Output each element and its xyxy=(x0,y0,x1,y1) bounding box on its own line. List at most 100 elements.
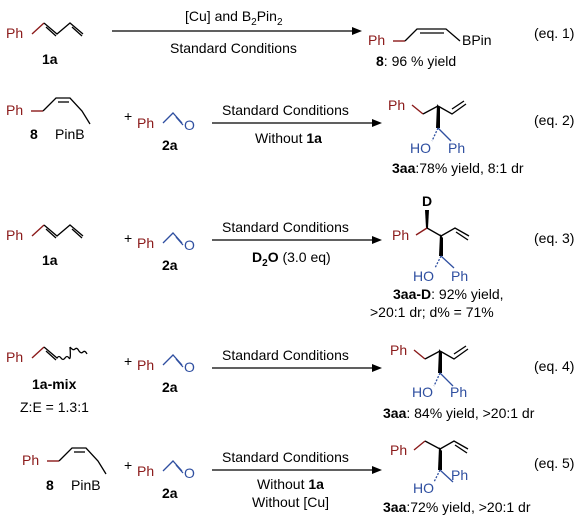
phenyl-label: Ph xyxy=(6,25,23,41)
wavy-bond xyxy=(43,346,71,361)
condition-text: Standard Conditions xyxy=(222,219,349,235)
compound-label-2a: 2a xyxy=(162,379,178,395)
oxygen-label: O xyxy=(184,117,195,133)
double-bond xyxy=(71,26,83,37)
benzaldehyde-2a: Ph O xyxy=(137,354,195,375)
pinb-label: PinB xyxy=(71,477,101,493)
plus-sign: + xyxy=(124,457,132,473)
hydroxyl-label: HO xyxy=(413,268,434,284)
result-eq1: 8: 96 % yield xyxy=(376,53,456,69)
phenyl-label: Ph xyxy=(448,140,465,156)
condition-text: Without [Cu] xyxy=(252,494,329,510)
compound-label-1a: 1a xyxy=(42,252,58,268)
eq3-row: Ph 1a + Ph O 2a Standard Conditions D2O … xyxy=(6,193,574,320)
product-3aa: Ph HO Ph xyxy=(390,342,469,400)
benzaldehyde-2a: Ph O xyxy=(137,460,195,481)
result-eq3-line1: 3aa-D: 92% yield, xyxy=(393,286,504,302)
compound-label-2a: 2a xyxy=(162,485,178,501)
wavy-bond xyxy=(69,346,88,355)
eq-label-5: (eq. 5) xyxy=(534,455,574,471)
hydroxyl-label: HO xyxy=(410,140,431,156)
diene-chain xyxy=(43,22,84,35)
phenyl-label: Ph xyxy=(451,268,468,284)
product-8: Ph BPin xyxy=(368,28,492,48)
deuterium-label: D xyxy=(422,193,432,209)
phenyl-label: Ph xyxy=(390,442,407,458)
compound-label-2a: 2a xyxy=(162,257,178,273)
reaction-arrow: Standard Conditions Without 1a Without [… xyxy=(212,449,382,510)
stereo-wedge xyxy=(439,234,443,256)
oxygen-label: O xyxy=(184,465,195,481)
oxygen-label: O xyxy=(184,359,195,375)
phenyl-label: Ph xyxy=(390,342,407,358)
phenyl-label: Ph xyxy=(137,463,154,479)
allylboronate-8: Ph PinB xyxy=(22,447,107,493)
benzaldehyde-2a: Ph O xyxy=(137,112,195,133)
diene-1a-mix: Ph xyxy=(6,346,88,365)
oxygen-label: O xyxy=(184,237,195,253)
product-3aa: Ph HO Ph xyxy=(388,97,467,156)
condition-text: Standard Conditions xyxy=(170,40,297,56)
eq2-row: Ph PinB 8 + Ph O 2a Standard Conditions … xyxy=(6,97,574,176)
allylboronate-8: Ph PinB xyxy=(6,97,91,142)
eq-label-3: (eq. 3) xyxy=(534,230,574,246)
result-eq3-line2: >20:1 dr; d% = 71% xyxy=(370,304,494,320)
phenyl-label: Ph xyxy=(137,235,154,251)
reaction-arrow: [Cu] and B2Pin2 Standard Conditions xyxy=(112,8,362,56)
eq4-row: Ph 1a-mix Z:E = 1.3:1 + Ph O 2a Standard… xyxy=(6,342,574,421)
phenyl-label: Ph xyxy=(137,357,154,373)
eq1-row: Ph 1a [Cu] and B2Pin2 Standard Condition… xyxy=(6,8,574,69)
phenyl-label: Ph xyxy=(368,32,385,48)
compound-label-8: 8 xyxy=(30,126,38,142)
bpin-label: BPin xyxy=(462,32,492,48)
product-3aa: Ph HO Ph xyxy=(390,440,469,496)
condition-text: Without 1a xyxy=(255,130,322,146)
condition-text: Without 1a xyxy=(257,476,324,492)
result-eq2: 3aa:78% yield, 8:1 dr xyxy=(392,160,524,176)
double-bond xyxy=(45,26,57,37)
compound-label-8: 8 xyxy=(46,477,54,493)
phenyl-label: Ph xyxy=(6,349,23,365)
eq5-row: Ph PinB 8 + Ph O 2a Standard Conditions … xyxy=(22,440,574,515)
reaction-arrow: Standard Conditions Without 1a xyxy=(212,102,382,146)
stereo-wedge xyxy=(436,104,440,128)
diene-1a: Ph xyxy=(6,22,84,41)
compound-label-2a: 2a xyxy=(162,137,178,153)
pinb-label: PinB xyxy=(55,126,85,142)
phenyl-label: Ph xyxy=(22,452,39,468)
plus-sign: + xyxy=(124,230,132,246)
result-eq5: 3aa:72% yield, >20:1 dr xyxy=(383,499,531,515)
condition-text: Standard Conditions xyxy=(222,449,349,465)
condition-text: Standard Conditions xyxy=(222,347,349,363)
condition-text: Standard Conditions xyxy=(222,102,349,118)
z-alkene-chain xyxy=(404,28,461,42)
benzaldehyde-2a: Ph O xyxy=(137,232,195,253)
result-eq4: 3aa: 84% yield, >20:1 dr xyxy=(383,405,535,421)
diene-1a: Ph xyxy=(6,224,84,243)
phenyl-label: Ph xyxy=(451,467,468,483)
stereo-wedge xyxy=(425,210,429,228)
phenyl-label: Ph xyxy=(6,227,23,243)
condition-text: D2O (3.0 eq) xyxy=(252,249,331,269)
phenyl-label: Ph xyxy=(137,115,154,131)
isomer-ratio: Z:E = 1.3:1 xyxy=(20,399,89,415)
phenyl-label: Ph xyxy=(388,97,405,113)
phenyl-label: Ph xyxy=(6,102,23,118)
product-3aa-D: D Ph HO Ph xyxy=(392,193,470,284)
stereo-wedge xyxy=(438,447,442,470)
eq-label-4: (eq. 4) xyxy=(534,358,574,374)
reaction-arrow: Standard Conditions xyxy=(212,347,382,372)
eq-label-2: (eq. 2) xyxy=(534,112,574,128)
phenyl-bond xyxy=(31,22,45,35)
reagent-text: [Cu] and B2Pin2 xyxy=(185,8,283,28)
compound-label-1a: 1a xyxy=(42,51,58,67)
eq-label-1: (eq. 1) xyxy=(534,25,574,41)
phenyl-label: Ph xyxy=(392,227,409,243)
hydroxyl-label: HO xyxy=(412,384,433,400)
plus-sign: + xyxy=(124,353,132,369)
reaction-arrow: Standard Conditions D2O (3.0 eq) xyxy=(212,219,382,269)
hydroxyl-label: HO xyxy=(413,480,434,496)
stereo-wedge xyxy=(438,349,442,373)
plus-sign: + xyxy=(124,108,132,124)
